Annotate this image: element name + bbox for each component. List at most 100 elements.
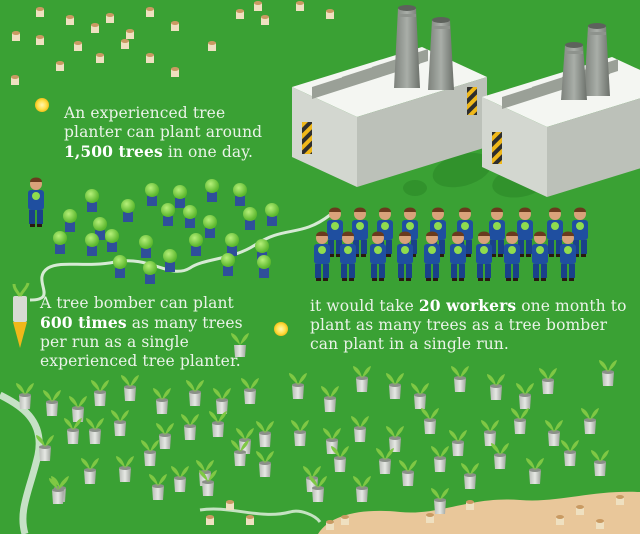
smokestack-icon [561, 42, 587, 100]
stump-icon [74, 41, 82, 51]
worker-icon [450, 231, 466, 281]
sapling-icon [93, 217, 107, 240]
seedling-pot-icon [213, 388, 231, 414]
seedling-pot-icon [539, 368, 557, 394]
stump-icon [66, 15, 74, 25]
seedling-pot-icon [69, 396, 87, 422]
sapling-icon [203, 215, 217, 238]
highlight-dot-2 [274, 322, 288, 336]
seedling-pot-icon [171, 466, 189, 492]
seedling-pot-icon [289, 373, 307, 399]
worker-icon [397, 231, 413, 281]
sapling-icon [145, 183, 159, 206]
sapling-icon [243, 207, 257, 230]
seedling-pot-icon [199, 470, 217, 496]
stump-icon [36, 7, 44, 17]
seedling-pot-icon [241, 378, 259, 404]
stump-icon [146, 7, 154, 17]
sapling-icon [161, 203, 175, 226]
seedling-pot-icon [591, 450, 609, 476]
fact-planter-line2: planter can plant around [64, 123, 263, 141]
smokestack-icon [428, 17, 454, 90]
seedling-pot-icon [353, 476, 371, 502]
sapling-icon [85, 233, 99, 256]
stump-icon [466, 500, 474, 510]
seedling-pot-icon [599, 360, 617, 386]
worker-icon [340, 231, 356, 281]
seedling-pot-icon [516, 383, 534, 409]
river-trail [0, 391, 43, 534]
fact-bomber-line3: per run as a single [40, 333, 189, 351]
sapling-icon [233, 183, 247, 206]
seedling-pot-icon [256, 421, 274, 447]
river-trail-3 [199, 507, 322, 523]
worker-icon [560, 231, 576, 281]
worker-icon [327, 207, 343, 257]
seedling-pot-icon [461, 463, 479, 489]
stump-icon [208, 41, 216, 51]
worker-icon [532, 231, 548, 281]
worker-icon [547, 207, 563, 257]
seedling-pot-icon [43, 390, 61, 416]
sapling-icon [163, 249, 177, 272]
stump-icon [226, 500, 234, 510]
seedling-pot-icon [91, 380, 109, 406]
fact-workers-highlight: 20 workers [418, 296, 517, 315]
stump-icon [106, 13, 114, 23]
sapling-icon [121, 199, 135, 222]
stump-icon [206, 515, 214, 525]
seedling-pot-icon [231, 440, 249, 466]
seedling-pot-icon [81, 458, 99, 484]
sapling-icon [53, 231, 67, 254]
seedling-pot-icon [309, 476, 327, 502]
worker-icon [572, 207, 588, 257]
stump-icon [12, 31, 20, 41]
sapling-shrubs [53, 179, 279, 284]
seedling-pot-icon [156, 423, 174, 449]
sapling-icon [139, 235, 153, 258]
seedling-pot-icon [36, 435, 54, 461]
fact-workers-line2: plant as many trees as a tree bomber [310, 316, 608, 334]
seedling-pot-icon [331, 446, 349, 472]
seedling-pot-icon [411, 383, 429, 409]
stump-icon [261, 15, 269, 25]
fact-workers: it would take 20 workers one month to pl… [310, 296, 640, 354]
seedling-pot-icon [386, 426, 404, 452]
fact-bomber-line4: experienced tree planter. [40, 352, 241, 370]
seedling-pot-icon [111, 410, 129, 436]
fact-workers-line3: can plant in a single run. [310, 335, 509, 353]
seedling-pot-icon [431, 446, 449, 472]
fact-workers-tail: one month to [521, 297, 627, 315]
stump-icon [171, 67, 179, 77]
worker-group [314, 207, 588, 281]
tree-stumps [11, 1, 624, 530]
seedling-pot-icon [291, 420, 309, 446]
stump-icon [254, 1, 262, 11]
fact-workers-lead: it would take [310, 297, 414, 315]
seedling-pot-icon [421, 408, 439, 434]
seedling-pot-icon [149, 474, 167, 500]
seedling-pot-icon [545, 420, 563, 446]
stump-icon [91, 23, 99, 33]
highlight-dot-1 [35, 98, 49, 112]
seedling-pot-icon [121, 375, 139, 401]
seedling-pot-icon [487, 374, 505, 400]
river-trail-2 [29, 213, 331, 302]
sapling-icon [173, 185, 187, 208]
seedling-pot-icon [561, 440, 579, 466]
lone-tree-planter [28, 177, 44, 227]
worker-icon [476, 231, 492, 281]
stump-icon [616, 495, 624, 505]
seedling-pot-icon [153, 388, 171, 414]
sapling-icon [205, 179, 219, 202]
stump-icon [11, 75, 19, 85]
seedling-pots [16, 333, 617, 514]
stump-icon [426, 513, 434, 523]
sapling-icon [265, 203, 279, 226]
seedling-pot-icon [321, 386, 339, 412]
seedling-pot-icon [181, 414, 199, 440]
fact-planter: An experienced tree planter can plant ar… [64, 104, 304, 162]
stump-icon [326, 520, 334, 530]
stump-icon [96, 53, 104, 63]
